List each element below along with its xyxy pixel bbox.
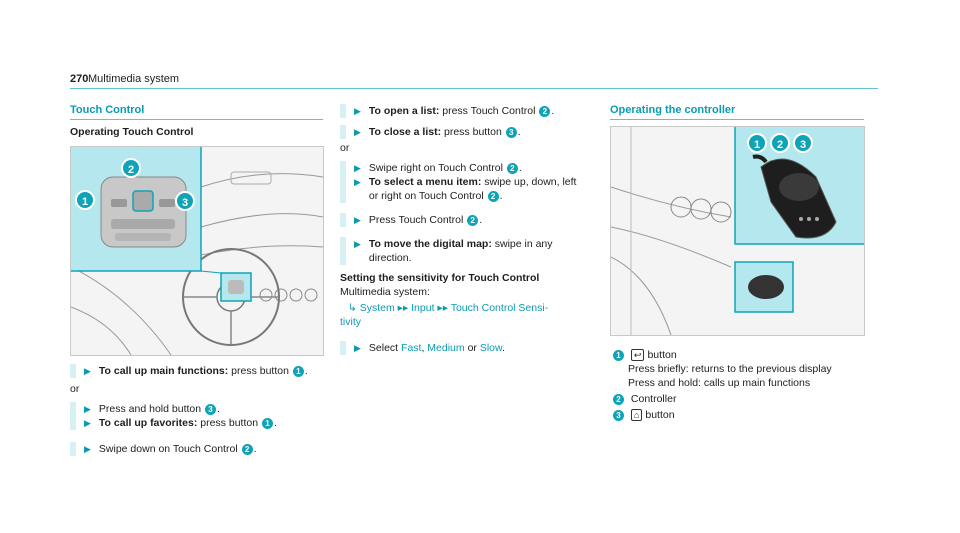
section-title-controller: Operating the controller bbox=[610, 104, 736, 116]
step-close-list: ▶ To close a list: press button 3. bbox=[340, 125, 590, 139]
step-main-functions: ▶ To call up main functions: press butto… bbox=[70, 364, 330, 378]
page-number: 270 bbox=[70, 73, 89, 85]
sensitivity-heading: Setting the sensitivity for Touch Contro… bbox=[340, 272, 540, 284]
controller-legend: 1 ↩button Press briefly: returns to the … bbox=[612, 348, 872, 422]
controller-figure: 1 2 3 bbox=[610, 126, 865, 336]
option-medium: Medium bbox=[427, 342, 465, 354]
arrow-icon: ▶ bbox=[354, 106, 361, 116]
home-icon: ⌂ bbox=[630, 409, 643, 421]
controller-callout-1: 1 bbox=[747, 133, 767, 153]
menu-path: ↳ System ▸▸ Input ▸▸ Touch Control Sensi… bbox=[340, 301, 590, 329]
back-icon: ↩ bbox=[630, 349, 645, 361]
path-separator-icon: ▸▸ bbox=[397, 302, 412, 314]
callout-2: 2 bbox=[121, 158, 141, 178]
arrow-icon: ▶ bbox=[354, 215, 361, 225]
step-favorites: ▶ To call up favorites: press button 1. bbox=[70, 416, 330, 430]
arrow-icon: ▶ bbox=[84, 418, 91, 428]
controller-callout-2: 2 bbox=[770, 133, 790, 153]
car-interior-illustration bbox=[71, 147, 323, 355]
path-separator-icon: ▸▸ bbox=[437, 302, 451, 314]
arrow-icon: ▶ bbox=[354, 239, 361, 249]
step-press-touch-control: ▶ Press Touch Control 2. bbox=[340, 213, 590, 227]
arrow-icon: ▶ bbox=[354, 127, 361, 137]
or-label: or bbox=[340, 142, 350, 154]
left-steps: ▶ To call up main functions: press butto… bbox=[70, 364, 330, 456]
section-rule bbox=[70, 119, 323, 120]
option-fast: Fast bbox=[401, 342, 422, 354]
step-press-hold: ▶ Press and hold button 3. bbox=[70, 402, 330, 416]
step-swipe-down: ▶ Swipe down on Touch Control 2. bbox=[70, 442, 330, 456]
header-rule bbox=[70, 88, 878, 89]
callout-3: 3 bbox=[175, 191, 195, 211]
legend-item-1: 1 ↩button bbox=[612, 348, 872, 362]
menu-path-system: System bbox=[359, 302, 395, 314]
menu-path-icon: ↳ bbox=[348, 302, 357, 314]
step-swipe-right: ▶ Swipe right on Touch Control 2. bbox=[340, 161, 590, 175]
section-title-touch-control: Touch Control bbox=[70, 104, 145, 116]
arrow-icon: ▶ bbox=[354, 343, 361, 353]
step-select-sensitivity: ▶ Select Fast, Medium or Slow. bbox=[340, 341, 590, 355]
arrow-icon: ▶ bbox=[84, 366, 91, 376]
step-select-menu-item: ▶ To select a menu item: swipe up, down,… bbox=[340, 175, 590, 203]
sensitivity-intro: Multimedia system: bbox=[340, 286, 430, 298]
option-slow: Slow bbox=[479, 342, 503, 354]
menu-path-input: Input bbox=[411, 302, 435, 314]
legend-item-2: 2 Controller bbox=[612, 392, 872, 406]
arrow-icon: ▶ bbox=[354, 177, 361, 187]
subsection-title: Operating Touch Control bbox=[70, 126, 194, 138]
controller-callout-3: 3 bbox=[793, 133, 813, 153]
arrow-icon: ▶ bbox=[84, 404, 91, 414]
touch-control-figure: 1 2 3 bbox=[70, 146, 324, 356]
callout-1: 1 bbox=[75, 190, 95, 210]
menu-path-touch-control: Touch Control Sensi- bbox=[450, 302, 549, 314]
or-label: or bbox=[70, 383, 80, 395]
arrow-icon: ▶ bbox=[354, 163, 361, 173]
menu-path-touch-control-cont: tivity bbox=[340, 316, 361, 328]
legend-item-1-desc-1: Press briefly: returns to the previous d… bbox=[628, 363, 832, 375]
page-header-title: Multimedia system bbox=[88, 73, 180, 85]
section-rule bbox=[610, 119, 864, 120]
legend-item-1-desc-2: Press and hold: calls up main functions bbox=[628, 377, 811, 389]
middle-steps: ▶ To open a list: press Touch Control 2.… bbox=[340, 104, 590, 355]
controller-illustration bbox=[611, 127, 864, 335]
legend-item-3: 3 ⌂button bbox=[612, 408, 872, 422]
step-open-list: ▶ To open a list: press Touch Control 2. bbox=[340, 104, 590, 118]
arrow-icon: ▶ bbox=[84, 444, 91, 454]
